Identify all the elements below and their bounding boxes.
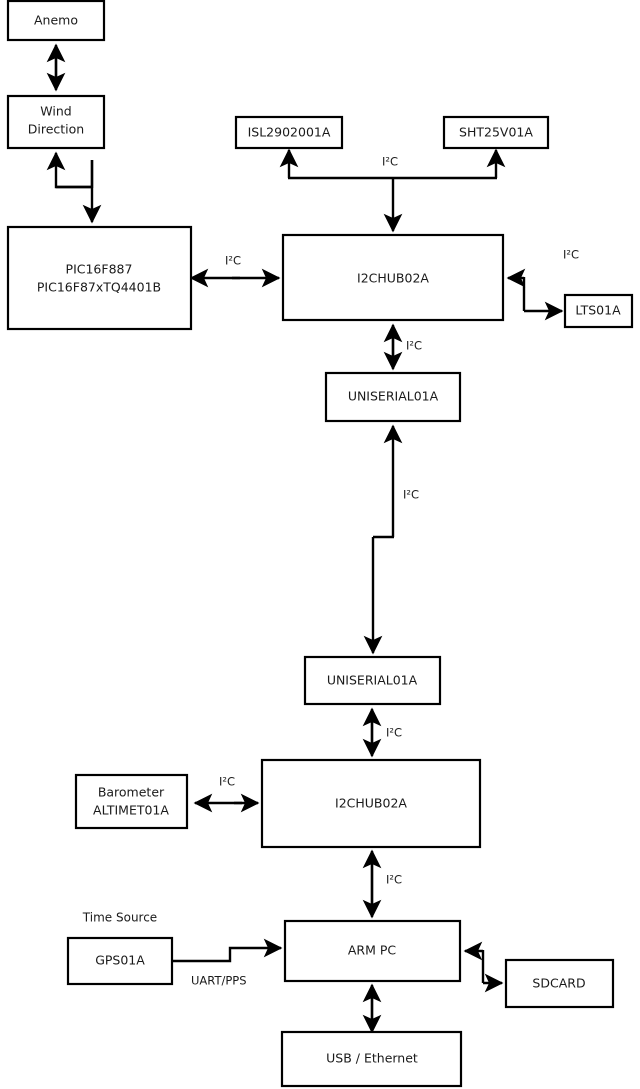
node-label-pic-line1: PIC16F887 <box>66 262 133 277</box>
node-label-lts: LTS01A <box>575 303 621 318</box>
node-i2chub02a-bottom[interactable]: I2CHUB02A <box>260 758 482 849</box>
edge-label-i2c-hub2-armpc: I²C <box>386 873 402 887</box>
node-sht25v01a[interactable]: SHT25V01A <box>442 115 550 150</box>
connector-armpc-sdcard <box>463 941 504 993</box>
node-label-baro-line2: ALTIMET01A <box>93 803 169 818</box>
node-anemo[interactable]: Anemo <box>6 0 106 42</box>
node-isl2902001a[interactable]: ISL2902001A <box>234 115 344 150</box>
connector-hubtop-lts <box>506 268 564 321</box>
connector-uniserial-link <box>363 424 403 655</box>
node-wind-direction[interactable]: Wind Direction <box>6 94 106 150</box>
node-label-baro-line1: Barometer <box>98 785 165 800</box>
edge-label-i2c-hub-lts: I²C <box>563 248 579 262</box>
node-barometer[interactable]: Barometer ALTIMET01A <box>74 773 189 830</box>
node-sdcard[interactable]: SDCARD <box>504 958 615 1009</box>
node-label-wind-line1: Wind <box>40 104 71 119</box>
connector-hubtop-isl-sht <box>279 148 506 233</box>
node-lts01a[interactable]: LTS01A <box>563 293 634 329</box>
node-label-isl: ISL2902001A <box>248 125 331 140</box>
node-arm-pc[interactable]: ARM PC <box>283 919 462 983</box>
node-i2chub02a-top[interactable]: I2CHUB02A <box>281 233 505 322</box>
node-label-gps: GPS01A <box>95 953 145 968</box>
connector-wind-pic <box>46 151 102 224</box>
node-label-pic-line2: PIC16F87xTQ4401B <box>37 280 161 295</box>
node-pic16f887[interactable]: PIC16F887 PIC16F87xTQ4401B <box>6 225 193 331</box>
annotation-time-source: Time Source <box>82 911 157 925</box>
node-label-sht: SHT25V01A <box>459 125 533 140</box>
node-label-uniserialbot: UNISERIAL01A <box>327 673 418 688</box>
node-label-hubbot: I2CHUB02A <box>335 796 407 811</box>
edge-label-uart-pps: UART/PPS <box>191 974 247 988</box>
node-uniserial01a-top[interactable]: UNISERIAL01A <box>324 371 462 423</box>
node-label-anemo: Anemo <box>34 13 78 28</box>
edge-label-i2c-uniserial-link: I²C <box>403 488 419 502</box>
node-usb-ethernet[interactable]: USB / Ethernet <box>280 1030 463 1088</box>
node-label-uniserialtop: UNISERIAL01A <box>348 389 439 404</box>
edge-label-i2c-uniserial-hub2: I²C <box>386 726 402 740</box>
edge-label-i2c-baro-hub2: I²C <box>219 775 235 789</box>
node-label-hubtop: I2CHUB02A <box>357 271 429 286</box>
edge-label-i2c-hub-uniserial: I²C <box>406 339 422 353</box>
node-label-wind-line2: Direction <box>28 122 84 137</box>
edge-label-i2c-pic-hub: I²C <box>225 254 241 268</box>
node-label-usbeth: USB / Ethernet <box>326 1051 418 1066</box>
node-gps01a[interactable]: GPS01A <box>66 936 174 986</box>
node-uniserial01a-bottom[interactable]: UNISERIAL01A <box>303 655 442 706</box>
node-label-sdcard: SDCARD <box>532 976 585 991</box>
node-label-armpc: ARM PC <box>348 943 397 958</box>
connector-gps-armpc <box>172 938 283 963</box>
edge-label-i2c-isl-sht: I²C <box>382 155 398 169</box>
